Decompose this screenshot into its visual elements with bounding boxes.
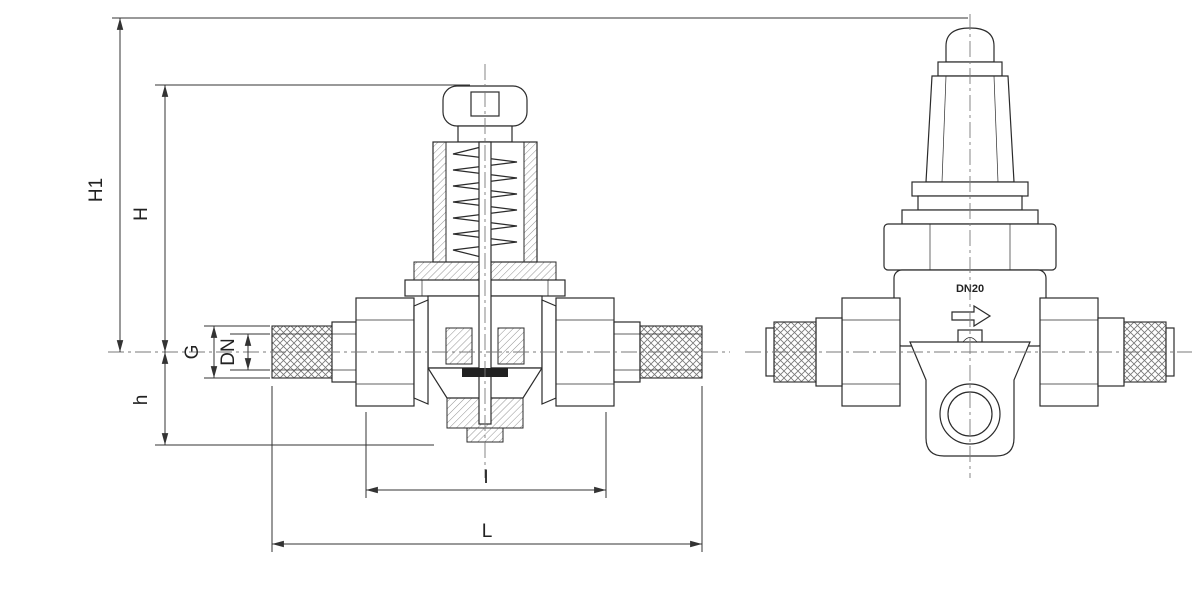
dim-label-L: L [482,521,493,542]
dimension-G: G [182,325,270,379]
valve-seat-right [497,327,525,365]
valve-seat-left [445,327,473,365]
sectional-view [271,85,703,443]
spring [452,145,518,259]
flow-direction-arrow-icon [951,304,992,328]
dim-label-h: h [131,395,152,406]
dim-label-I: I [483,467,488,488]
dim-label-G: G [182,345,203,360]
dim-label-H: H [131,207,152,221]
dimension-L: L [271,386,703,552]
dimension-H: H [131,84,470,352]
dimension-h: h [131,352,434,446]
dim-label-DN: DN [218,338,239,365]
inlet-pipe [271,297,429,407]
dim-label-H1: H1 [86,178,107,202]
dimensions: H1 H h G DN [86,17,968,552]
valve-body-external: DN20 [893,269,1047,349]
dimension-DN: DN [218,333,270,371]
dimension-H1: H1 [86,17,968,352]
dimension-I: I [365,412,607,498]
